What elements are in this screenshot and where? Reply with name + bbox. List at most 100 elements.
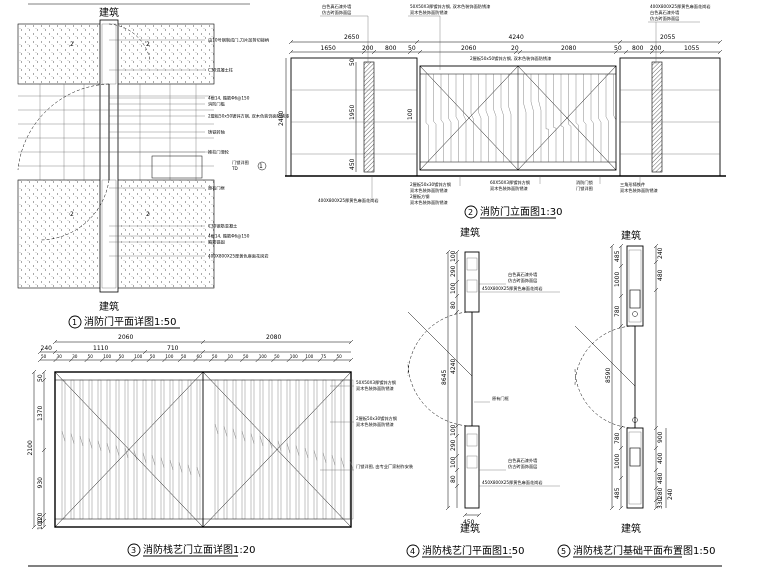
view5-dim: 330 (657, 497, 664, 509)
view3-seq-dim: 30 (72, 354, 78, 359)
view1-note: 4根14, 箍筋Φ6@150 (208, 95, 250, 102)
view1-note: C30混凝土柱 (208, 67, 234, 74)
view2-sub-dim: 1650 (321, 45, 336, 52)
view3-seq-dim: 100 (103, 354, 111, 359)
view3-title: 消防栈艺门立面详图1:20 (143, 543, 255, 556)
view3-seq-dim: 100 (165, 354, 173, 359)
view3-seq-dim: 100 (290, 354, 298, 359)
view1-mark-bottom-right: 2 (146, 211, 150, 218)
view4-title-number: 4 (410, 547, 415, 556)
view4-dim: 100 (450, 424, 457, 436)
view4-note: 白色真石漆外墙 (508, 271, 537, 278)
view2-top-dim: 2055 (660, 34, 675, 41)
view3-vert-dim: 100 (37, 518, 44, 530)
view1-note: 400X800X25厚黄色麻面花岗岩 (208, 253, 269, 260)
view3-sub-dim: 1110 (93, 345, 108, 352)
view2-title: 消防门立面图1:30 (480, 205, 562, 218)
view1-note: 推拉门滑轮 (208, 149, 230, 156)
view2-note-top: 仿古砖面饰面层 (322, 9, 351, 16)
view4-gate-plan: 建筑 建筑 100290100804240864510029010080450 … (407, 226, 560, 557)
view2-sub-dim: 50 (614, 45, 622, 52)
view2-vert-dim: 1950 (349, 105, 356, 120)
view2-sub-dim: 800 (632, 45, 644, 52)
view5-dim: 400 (657, 452, 664, 464)
view3-note: 双木色装饰面防锈漆 (356, 421, 394, 428)
view5-foundation-plan: 建筑 建筑 4851000780859078010004852404809004… (558, 229, 715, 557)
view1-plan-detail: 1 TD 门锁详图 2 2 2 2 由10号钢制成门,刀片加剪切接柄C30混凝土… (14, 4, 289, 328)
view3-seq-dim: 75 (321, 354, 327, 359)
view2-note-top: 双木色装饰面防锈漆 (410, 9, 448, 16)
view1-note: 箍筋锚固 (208, 239, 225, 246)
view4-dim: 100 (450, 250, 457, 262)
view2-note-bottom: 双木色装饰面防锈漆 (410, 199, 448, 206)
view5-dim: 780 (614, 305, 621, 317)
view3-seq-dim: 10 (228, 354, 234, 359)
view3-sub-dim: 710 (167, 345, 179, 352)
view4-note: 原有门框 (492, 395, 510, 402)
view3-seq-dim: 50 (274, 354, 280, 359)
view4-note: 白色真石漆外墙 (508, 457, 537, 464)
view4-dim: 4240 (450, 359, 457, 374)
view2-vert-dim: 50 (349, 58, 356, 66)
view3-seq-dim: 50 (336, 354, 342, 359)
view2-sub-dim: 2060 (461, 45, 476, 52)
view3-vert-dim: 930 (37, 477, 44, 489)
view1-note: 消防门槛 (208, 101, 225, 108)
view4-building-top: 建筑 (460, 226, 480, 239)
view2-sub-dim: 200 (362, 45, 374, 52)
view1-note: 原有门框 (208, 185, 226, 192)
view3-note: 双木色装饰面防锈漆 (356, 385, 394, 392)
view2-note-bottom: 双木色装饰面防锈漆 (620, 187, 658, 194)
view5-dim: 1000 (614, 272, 621, 287)
view5-building-bottom: 建筑 (621, 522, 641, 535)
view5-dim: 900 (657, 431, 664, 443)
view4-note: 450X800X25厚黄色麻面花岗岩 (482, 285, 543, 292)
view3-note: 门锁详图, 由专业厂家制作安装 (356, 463, 414, 470)
view4-dim: 100 (450, 456, 457, 468)
view2-sub-dim: 200 (650, 45, 662, 52)
view4-dim: 80 (450, 475, 457, 483)
view2-note-top: 白色真石漆外墙 (322, 3, 351, 10)
view1-mark-bottom-left: 2 (70, 211, 74, 218)
view2-vert-dim: 450 (349, 158, 356, 170)
view5-dim: 780 (614, 432, 621, 444)
view5-dim: 480 (657, 472, 664, 484)
view2-vert-dim: 2400 (278, 111, 285, 126)
view5-dim: 240 (657, 247, 664, 259)
view3-seq-dim: 100 (305, 354, 313, 359)
view5-building-top: 建筑 (621, 229, 641, 242)
view3-seq-dim: 60 (197, 354, 203, 359)
view2-note-bottom: 2厘板50x30镀锌方钢 (410, 181, 451, 188)
view3-vert-dim: 1370 (37, 406, 44, 421)
view1-note: C30钢筋混凝土 (208, 223, 237, 230)
view3-seq-dim: 50 (119, 354, 125, 359)
view2-note-top: 50X50X3厚镀锌方钢, 双木色装饰面防锈漆 (410, 3, 490, 10)
view2-sub-dim: 20 (511, 45, 519, 52)
view1-mark-left: 2 (70, 41, 74, 48)
view3-seq-dim: 100 (134, 354, 142, 359)
view3-note: 50X50X3厚镀锌方钢 (356, 379, 396, 386)
view3-sub-dim: 240 (41, 345, 53, 352)
view2-gate-slats (426, 74, 616, 162)
view1-callout-number: 1 (259, 163, 263, 170)
view4-dim: 100 (450, 282, 457, 294)
view5-title: 消防栈艺门基础平面布置图1:50 (573, 544, 715, 557)
view4-note: 仿古砖面饰面层 (508, 277, 537, 284)
view2-note-bottom: 三角形铸铁件 (620, 181, 645, 188)
view4-note: 仿古砖面饰面层 (508, 463, 537, 470)
view3-top-dim: 2060 (118, 334, 133, 341)
view4-dim: 450 (463, 519, 475, 526)
view1-callout-lock: 门锁详图 (232, 159, 249, 166)
view1-building-top: 建筑 (99, 6, 119, 19)
view3-leader-notes: 50X50X3厚镀锌方钢双木色装饰面防锈漆2厘板50x30镀锌方钢双木色装饰面防… (320, 379, 414, 470)
view3-seq-dim: 50 (150, 354, 156, 359)
view3-seq-dim: 100 (259, 354, 267, 359)
view2-note-top: 白色真石漆外墙 (650, 9, 679, 16)
view2-note-bottom: 400X800X25厚黄色麻面花岗岩 (318, 197, 379, 204)
view3-gate-slats (62, 380, 353, 519)
view1-note: 铸铁转轴 (208, 129, 225, 136)
view5-title-number: 5 (561, 547, 566, 556)
